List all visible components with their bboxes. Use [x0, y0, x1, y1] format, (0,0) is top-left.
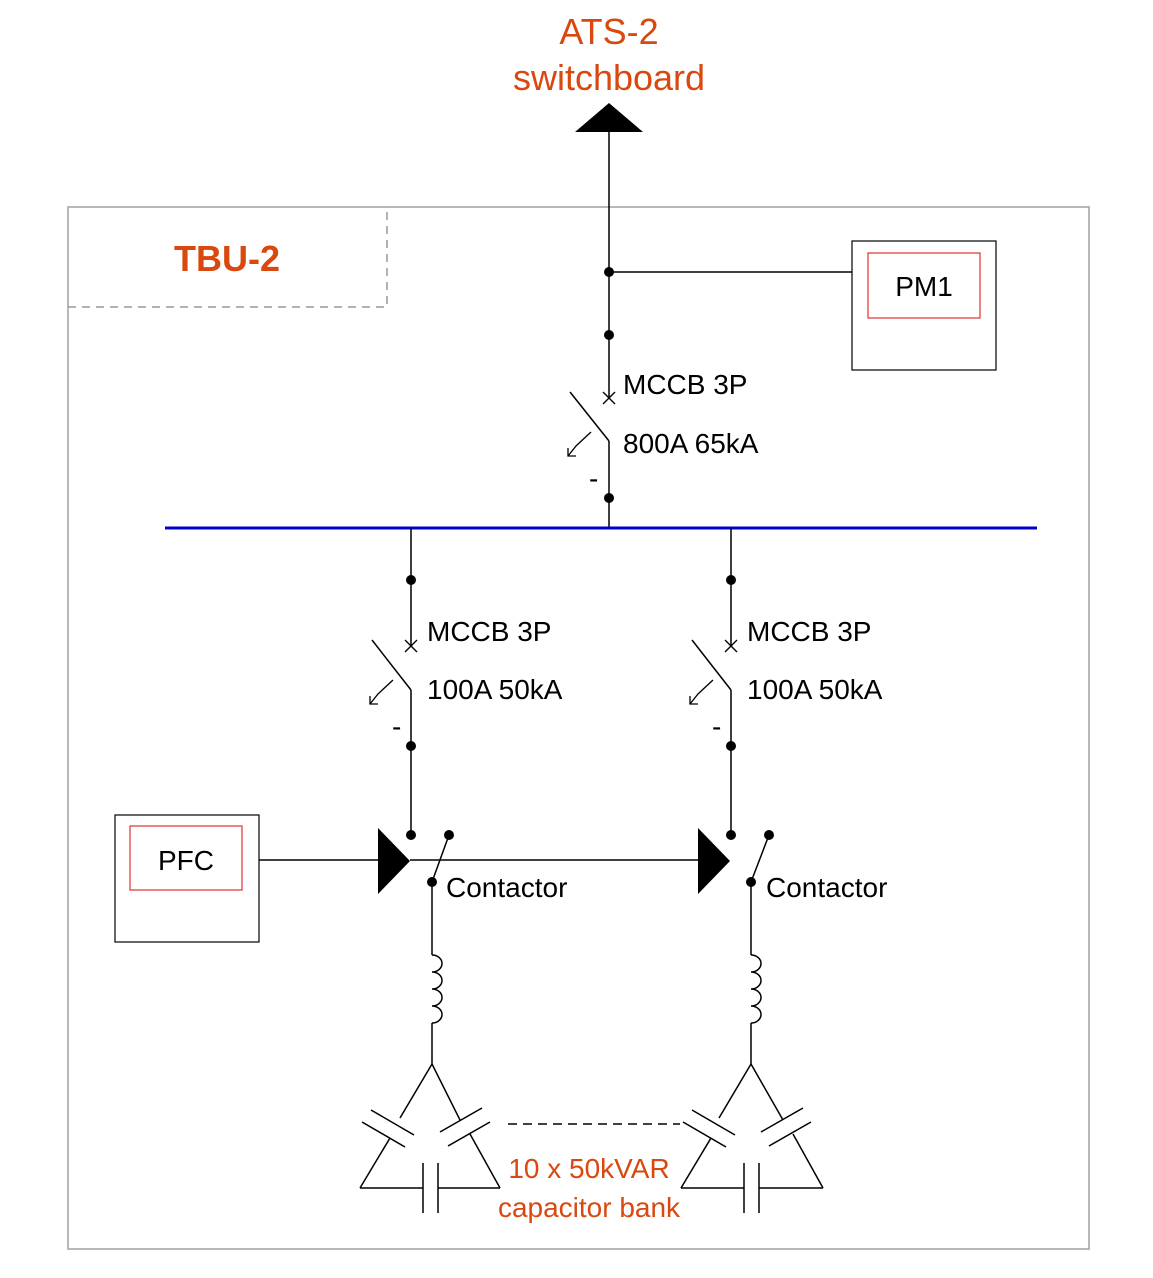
- capacitor-bank-label-line2: capacitor bank: [498, 1192, 681, 1223]
- pfc-inner-box: [129, 825, 243, 891]
- feeder-2-breaker-symbol: [689, 639, 738, 705]
- panel-frame: [67, 206, 1090, 1250]
- feeder-1-reactor: [431, 954, 443, 1024]
- feeder-1-breaker-rating: 100A 50kA: [427, 674, 563, 705]
- pm1-inner-box: [867, 252, 981, 319]
- capacitor-bank-label-line1: 10 x 50kVAR: [508, 1153, 669, 1184]
- feeder-1-breaker-dash: -: [392, 711, 401, 742]
- feeder-1-breaker-type: MCCB 3P: [427, 616, 551, 647]
- pfc-label: PFC: [158, 845, 214, 876]
- pfc-box: [114, 814, 260, 943]
- main-breaker-symbol: [567, 391, 616, 457]
- feeder-2-contactor-actuator: [698, 828, 730, 894]
- feeder-1-contactor-label: Contactor: [446, 872, 567, 903]
- feeder-2-bottom-terminal: [726, 741, 736, 751]
- source-arrow: [575, 103, 643, 132]
- feeder-2: [680, 528, 824, 1213]
- feeder-2-breaker-dash: -: [712, 711, 721, 742]
- main-breaker-dash: -: [589, 463, 598, 494]
- source-label-line2: switchboard: [513, 57, 705, 98]
- feeder-2-breaker-type: MCCB 3P: [747, 616, 871, 647]
- feeder-1-contactor-actuator: [378, 828, 410, 894]
- main-breaker-type: MCCB 3P: [623, 369, 747, 400]
- feeder-1-breaker-symbol: [369, 639, 418, 705]
- panel-title: TBU-2: [174, 238, 280, 279]
- feeder-2-reactor: [750, 954, 762, 1024]
- pm1-box: [851, 240, 997, 371]
- feeder-1-capacitor-delta: [359, 1063, 501, 1213]
- panel-title-box: [68, 207, 388, 308]
- feeder-1-top-terminal: [406, 575, 416, 585]
- feeder-2-contactor-label: Contactor: [766, 872, 887, 903]
- source-label-line1: ATS-2: [559, 11, 658, 52]
- feeder-1-bottom-terminal: [406, 741, 416, 751]
- pm1-label: PM1: [895, 271, 953, 302]
- feeder-1: [359, 528, 501, 1213]
- feeder-2-breaker-rating: 100A 50kA: [747, 674, 883, 705]
- feeder-2-capacitor-delta: [680, 1063, 824, 1213]
- main-breaker-rating: 800A 65kA: [623, 428, 759, 459]
- feeder-2-contactor-blade: [750, 834, 770, 883]
- feeder-2-top-terminal: [726, 575, 736, 585]
- feeder-1-contactor-blade: [431, 834, 450, 883]
